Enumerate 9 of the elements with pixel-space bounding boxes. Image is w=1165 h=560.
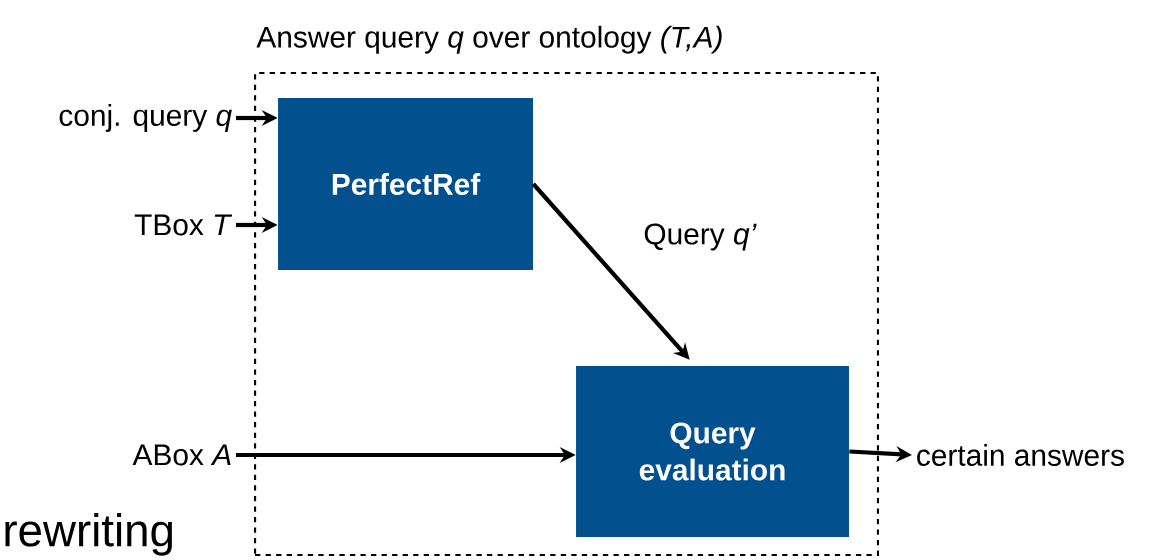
input-label: TBox T — [134, 214, 233, 236]
input-label: certain answers — [917, 444, 1124, 466]
input-label: conj. query q — [59, 104, 232, 132]
edge-label: Query q’ — [641, 221, 759, 253]
caption-text: rewriting — [5, 513, 172, 556]
process-box: Query evaluation — [576, 366, 849, 537]
input-label: ABox A — [132, 444, 231, 466]
frame-title: Answer query q over ontology (T,A) — [256, 25, 722, 54]
process-box: PerfectRef — [278, 98, 533, 270]
